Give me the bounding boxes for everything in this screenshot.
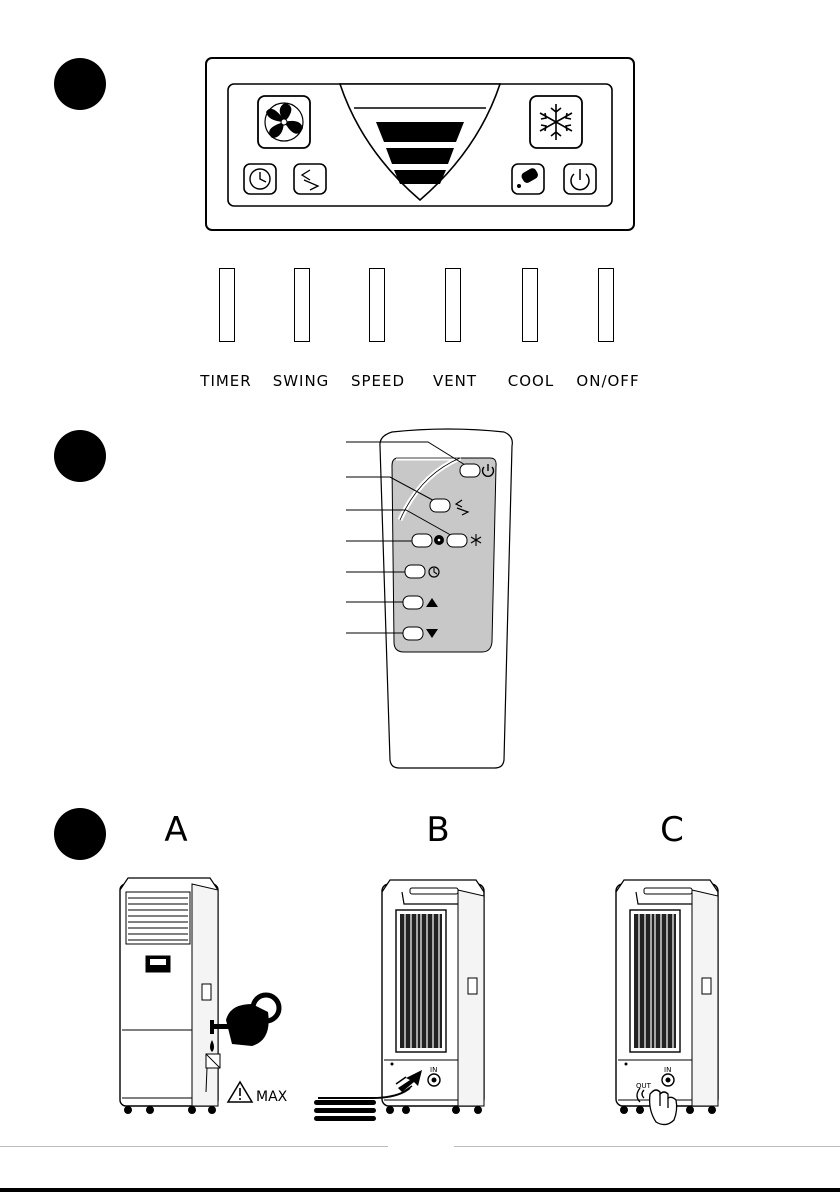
warning-icon <box>228 1082 252 1102</box>
unit-c-out-label: OUT <box>636 1082 652 1090</box>
unit-b-in-label: IN <box>430 1066 437 1074</box>
unit-b-back <box>382 880 484 1114</box>
unit-c-in-label: IN <box>664 1066 671 1074</box>
footer-bar <box>0 1188 840 1192</box>
max-label: MAX <box>256 1089 288 1105</box>
unit-a-front <box>120 878 220 1114</box>
footer-gap <box>388 1143 454 1149</box>
unit-c-back <box>616 880 718 1114</box>
watering-can-icon <box>210 995 279 1052</box>
